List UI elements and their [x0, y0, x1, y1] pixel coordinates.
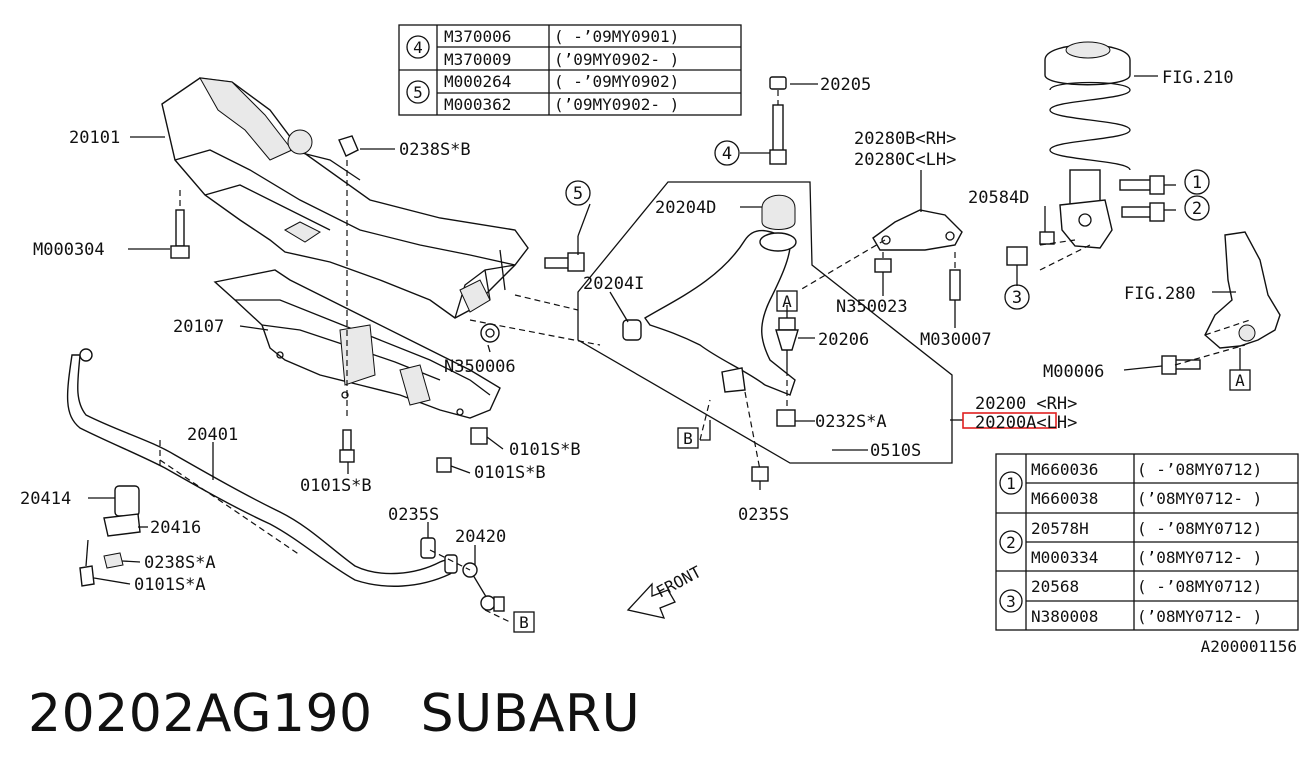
- callout-20420: 20420: [455, 527, 506, 547]
- callout-20280c: 20280C<LH>: [854, 150, 956, 170]
- marker-2: 2: [1192, 199, 1202, 219]
- bottom-table-range: ( -’08MY0712): [1137, 519, 1262, 538]
- callout-20584d: 20584D: [968, 188, 1029, 208]
- callout-20204i: 20204I: [583, 274, 644, 294]
- callout-0238s-b: 0238S*B: [399, 140, 471, 160]
- bottom-table-part: N380008: [1031, 607, 1098, 626]
- subframe-20107-drawing: [213, 269, 501, 419]
- top-table-range: ( -’09MY0901): [554, 27, 679, 46]
- bottom-table-part: 20568: [1031, 577, 1079, 596]
- reference-markers: 4 5 1 2 3 A A B B: [513, 140, 1251, 633]
- callout-n350006: N350006: [444, 357, 516, 377]
- callout-0235s: 0235S: [388, 505, 439, 525]
- top-table-part: M000264: [444, 72, 511, 91]
- marker-5: 5: [573, 184, 583, 204]
- bottom-table-range: ( -’08MY0712): [1137, 577, 1262, 596]
- callout-fig210: FIG.210: [1162, 68, 1234, 88]
- leader-lines: [88, 75, 1251, 623]
- footer-brand: SUBARU: [420, 684, 641, 744]
- callout-0101s-b: 0101S*B: [474, 463, 546, 483]
- fasteners-drawing: [170, 76, 961, 482]
- callout-m000304: M000304: [33, 240, 105, 260]
- callout-20206: 20206: [818, 330, 869, 350]
- callout-m00006: M00006: [1043, 362, 1104, 382]
- strut-assembly-drawing: [1006, 41, 1165, 266]
- top-reference-table: 4 5 M370006 M370009 M000264 M000362 ( -’…: [398, 24, 742, 116]
- bottom-table-range: ( -’08MY0712): [1137, 460, 1262, 479]
- crossmember-20101-drawing: [161, 77, 529, 319]
- callout-20107: 20107: [173, 317, 224, 337]
- callout-m030007: M030007: [920, 330, 992, 350]
- diagram-id: A200001156: [1201, 637, 1297, 656]
- callout-0101s-b: 0101S*B: [300, 476, 372, 496]
- top-table-part: M370006: [444, 27, 511, 46]
- callout-20205: 20205: [820, 75, 871, 95]
- front-arrow: FRONT: [626, 562, 705, 619]
- marker-b: B: [683, 429, 693, 448]
- marker-b: B: [519, 613, 529, 632]
- callout-20401: 20401: [187, 425, 238, 445]
- callout-0232s-a: 0232S*A: [815, 412, 887, 432]
- top-table-range: ( -’09MY0902): [554, 72, 679, 91]
- knuckle-drawing: [1161, 231, 1281, 375]
- callout-20414: 20414: [20, 489, 71, 509]
- top-table-range: (’09MY0902- ): [554, 50, 679, 69]
- callout-20200-rh: 20200 <RH>: [975, 394, 1077, 414]
- callout-20204d: 20204D: [655, 198, 716, 218]
- callout-20200a-lh: 20200A<LH>: [975, 413, 1077, 433]
- bottom-table-ref-2: 2: [1006, 533, 1016, 552]
- bottom-table-part: M660036: [1031, 460, 1098, 479]
- callout-0510s: 0510S: [870, 441, 921, 461]
- callout-0101s-b: 0101S*B: [509, 440, 581, 460]
- bottom-table-range: (’08MY0712- ): [1137, 548, 1262, 567]
- marker-4: 4: [722, 144, 732, 164]
- bracket-20280-drawing: [872, 209, 963, 251]
- bottom-reference-table: 1 2 3 M660036 M660038 20578H M000334 205…: [995, 453, 1299, 631]
- callout-fig280: FIG.280: [1124, 284, 1196, 304]
- footer-caption: 20202AG190 SUBARU: [28, 684, 688, 744]
- callout-n350023: N350023: [836, 297, 908, 317]
- top-table-part: M000362: [444, 95, 511, 114]
- bottom-table-part: 20578H: [1031, 519, 1089, 538]
- callout-0235s: 0235S: [738, 505, 789, 525]
- callout-labels: 20101 0238S*B M000304 20107 N350006 0101…: [20, 68, 1234, 595]
- top-table-ref-5: 5: [413, 83, 423, 102]
- bottom-table-ref-1: 1: [1006, 474, 1016, 493]
- top-table-range: (’09MY0902- ): [554, 95, 679, 114]
- marker-a: A: [1235, 371, 1245, 390]
- bottom-table-range: (’08MY0712- ): [1137, 489, 1262, 508]
- front-label: FRONT: [653, 562, 705, 602]
- callout-0101s-a: 0101S*A: [134, 575, 206, 595]
- marker-a: A: [782, 292, 792, 311]
- callout-20280b: 20280B<RH>: [854, 129, 956, 149]
- top-table-part: M370009: [444, 50, 511, 69]
- control-arm-20200-drawing: [622, 194, 799, 396]
- bottom-table-part: M000334: [1031, 548, 1098, 567]
- highlight-box: [962, 412, 1057, 429]
- top-table-ref-4: 4: [413, 38, 423, 57]
- bottom-table-ref-3: 3: [1006, 592, 1016, 611]
- marker-1: 1: [1192, 173, 1202, 193]
- bushing-bracket-drawing: [79, 485, 141, 587]
- marker-3: 3: [1012, 288, 1022, 308]
- callout-0238s-a: 0238S*A: [144, 553, 216, 573]
- callout-20416: 20416: [150, 518, 201, 538]
- bottom-table-part: M660038: [1031, 489, 1098, 508]
- bottom-table-range: (’08MY0712- ): [1137, 607, 1262, 626]
- callout-20101: 20101: [69, 128, 120, 148]
- footer-part-number: 20202AG190: [28, 684, 373, 744]
